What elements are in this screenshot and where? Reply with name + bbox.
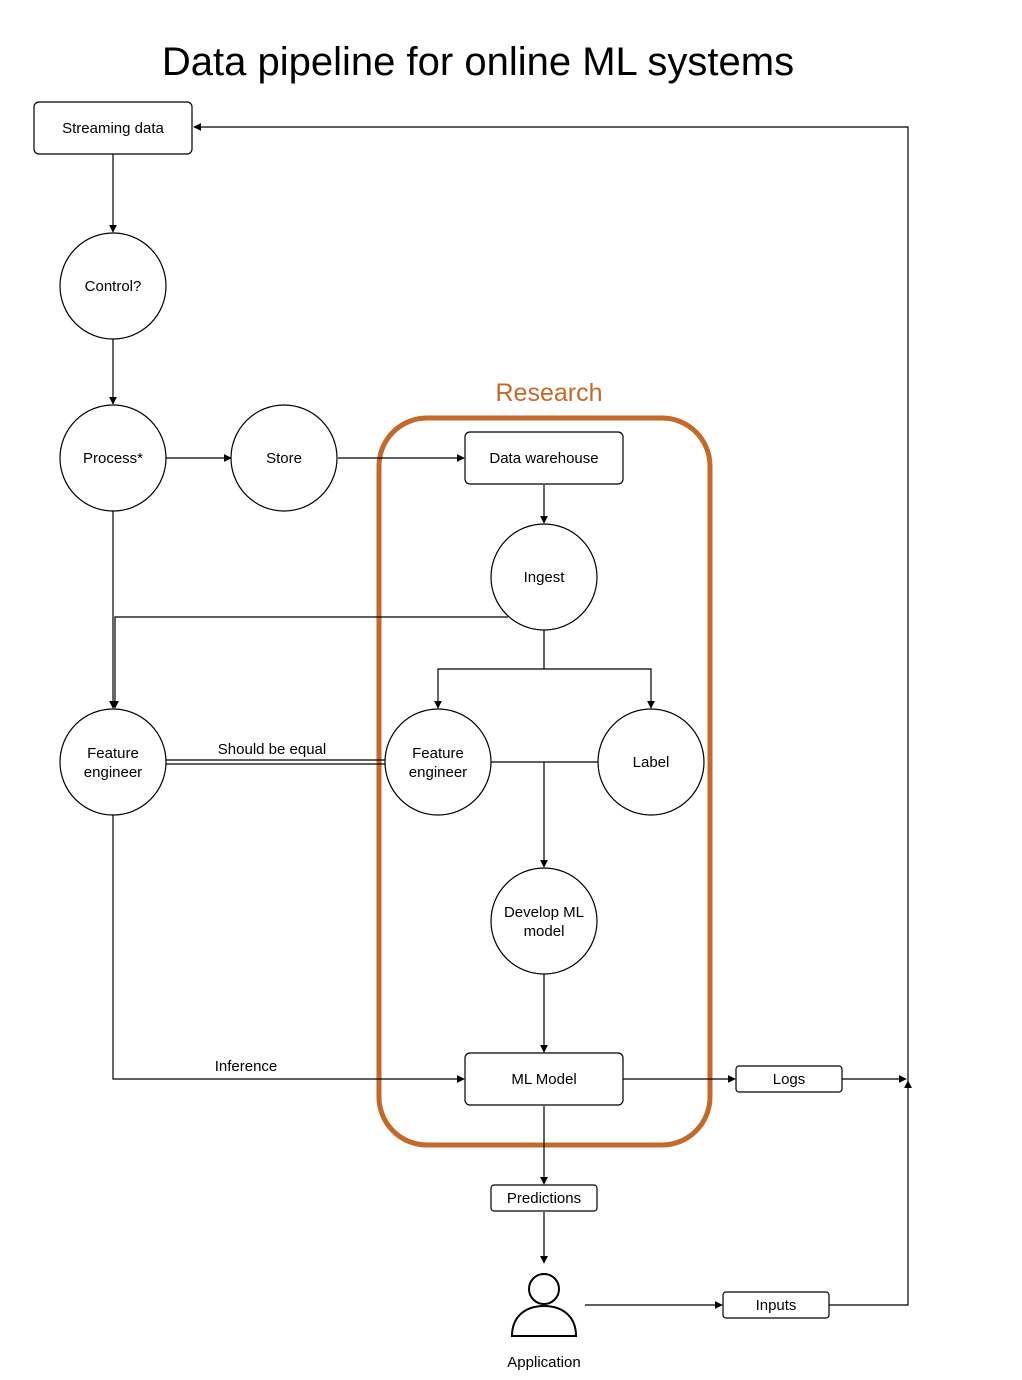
node-store[interactable]: Store (230, 404, 338, 512)
predictions-label: Predictions (507, 1190, 581, 1207)
node-label[interactable]: Label (597, 708, 705, 816)
node-application[interactable]: Application (507, 1273, 581, 1371)
logs-label: Logs (773, 1071, 806, 1088)
node-data-warehouse[interactable]: Data warehouse (464, 431, 624, 485)
data-warehouse-label: Data warehouse (489, 450, 598, 467)
streaming-data-label: Streaming data (62, 120, 164, 137)
edge-feedback-streaming (193, 123, 909, 1081)
control-label: Control? (85, 278, 142, 295)
node-ingest[interactable]: Ingest (490, 523, 598, 631)
edge-ingest-label (544, 668, 655, 709)
edge-inputs-bus (829, 1080, 912, 1306)
develop-ml-model-line1: Develop ML (504, 904, 584, 921)
edge-ingest-feature-online (111, 616, 508, 709)
node-develop-ml-model[interactable]: Develop ML model (490, 867, 598, 975)
feature-engineer-online-line2: engineer (84, 764, 142, 781)
application-label: Application (507, 1354, 580, 1371)
edge-inference (112, 815, 465, 1083)
ingest-label: Ingest (524, 569, 566, 586)
node-logs[interactable]: Logs (735, 1065, 843, 1093)
node-process[interactable]: Process* (59, 404, 167, 512)
node-feature-engineer-research[interactable]: Feature engineer (384, 708, 492, 816)
feature-engineer-research-line1: Feature (412, 745, 464, 762)
node-predictions[interactable]: Predictions (490, 1184, 598, 1212)
node-feature-engineer-online[interactable]: Feature engineer (59, 708, 167, 816)
edge-ingest-feature-research (434, 668, 544, 709)
edges (109, 123, 912, 1309)
page-title: Data pipeline for online ML systems (162, 40, 794, 84)
user-icon (510, 1273, 578, 1337)
should-be-equal-label: Should be equal (218, 741, 326, 758)
node-streaming-data[interactable]: Streaming data (33, 101, 193, 155)
research-group-label: Research (496, 379, 603, 407)
inputs-label: Inputs (756, 1297, 797, 1314)
store-label: Store (266, 450, 302, 467)
node-inputs[interactable]: Inputs (722, 1291, 830, 1319)
inference-label: Inference (215, 1058, 278, 1075)
label-node-label: Label (633, 754, 670, 771)
node-control[interactable]: Control? (59, 232, 167, 340)
ml-model-label: ML Model (511, 1071, 576, 1088)
feature-engineer-online-line1: Feature (87, 745, 139, 762)
develop-ml-model-line2: model (524, 923, 565, 940)
feature-engineer-research-line2: engineer (409, 764, 467, 781)
node-ml-model[interactable]: ML Model (464, 1052, 624, 1106)
process-label: Process* (83, 450, 143, 467)
